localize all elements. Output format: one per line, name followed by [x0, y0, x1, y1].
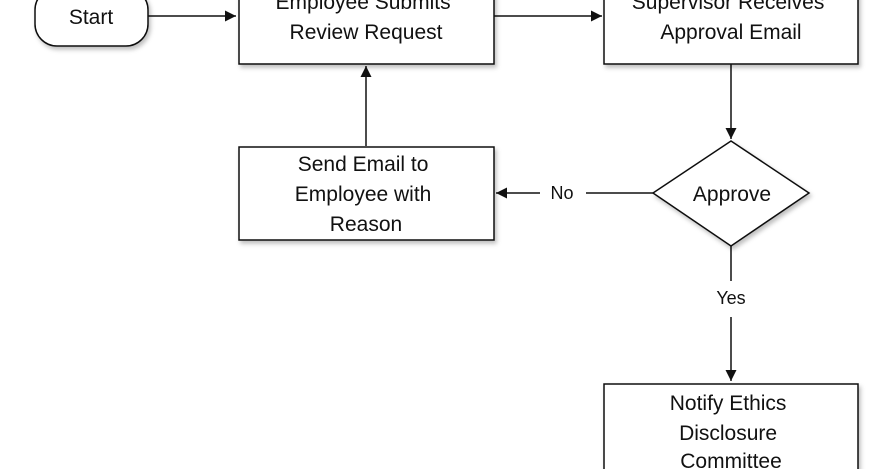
- notify-committee-line-1: Notify Ethics: [670, 392, 787, 415]
- send-email-line-3: Reason: [330, 213, 402, 236]
- submit-request-line-1: Employee Submits: [276, 0, 451, 14]
- supervisor-email-line-1: Supervisor Receives: [632, 0, 825, 14]
- send-email-node: Send Email to Employee with Reason: [238, 146, 495, 241]
- edge-label-yes: Yes: [716, 288, 745, 308]
- approve-decision-node: Approve: [651, 140, 811, 247]
- start-node-label: Start: [69, 6, 114, 29]
- approve-decision-label: Approve: [693, 183, 771, 206]
- supervisor-email-line-2: Approval Email: [660, 21, 801, 44]
- submit-request-node: Employee Submits Review Request: [238, 0, 495, 65]
- supervisor-email-node: Supervisor Receives Approval Email: [603, 0, 859, 65]
- notify-committee-node-label: Notify Ethics Disclosure Committee: [670, 392, 793, 469]
- submit-request-line-2: Review Request: [290, 21, 443, 44]
- notify-committee-line-2: Disclosure: [679, 422, 777, 445]
- send-email-line-2: Employee with: [295, 183, 432, 206]
- edge-label-no: No: [550, 183, 573, 203]
- send-email-node-label: Send Email to Employee with Reason: [295, 153, 437, 236]
- submit-request-node-label: Employee Submits Review Request: [276, 0, 457, 44]
- supervisor-email-node-label: Supervisor Receives Approval Email: [632, 0, 830, 44]
- send-email-line-1: Send Email to: [298, 153, 429, 176]
- start-node: Start: [34, 0, 149, 47]
- notify-committee-node: Notify Ethics Disclosure Committee: [603, 383, 859, 469]
- notify-committee-line-3: Committee: [680, 450, 782, 469]
